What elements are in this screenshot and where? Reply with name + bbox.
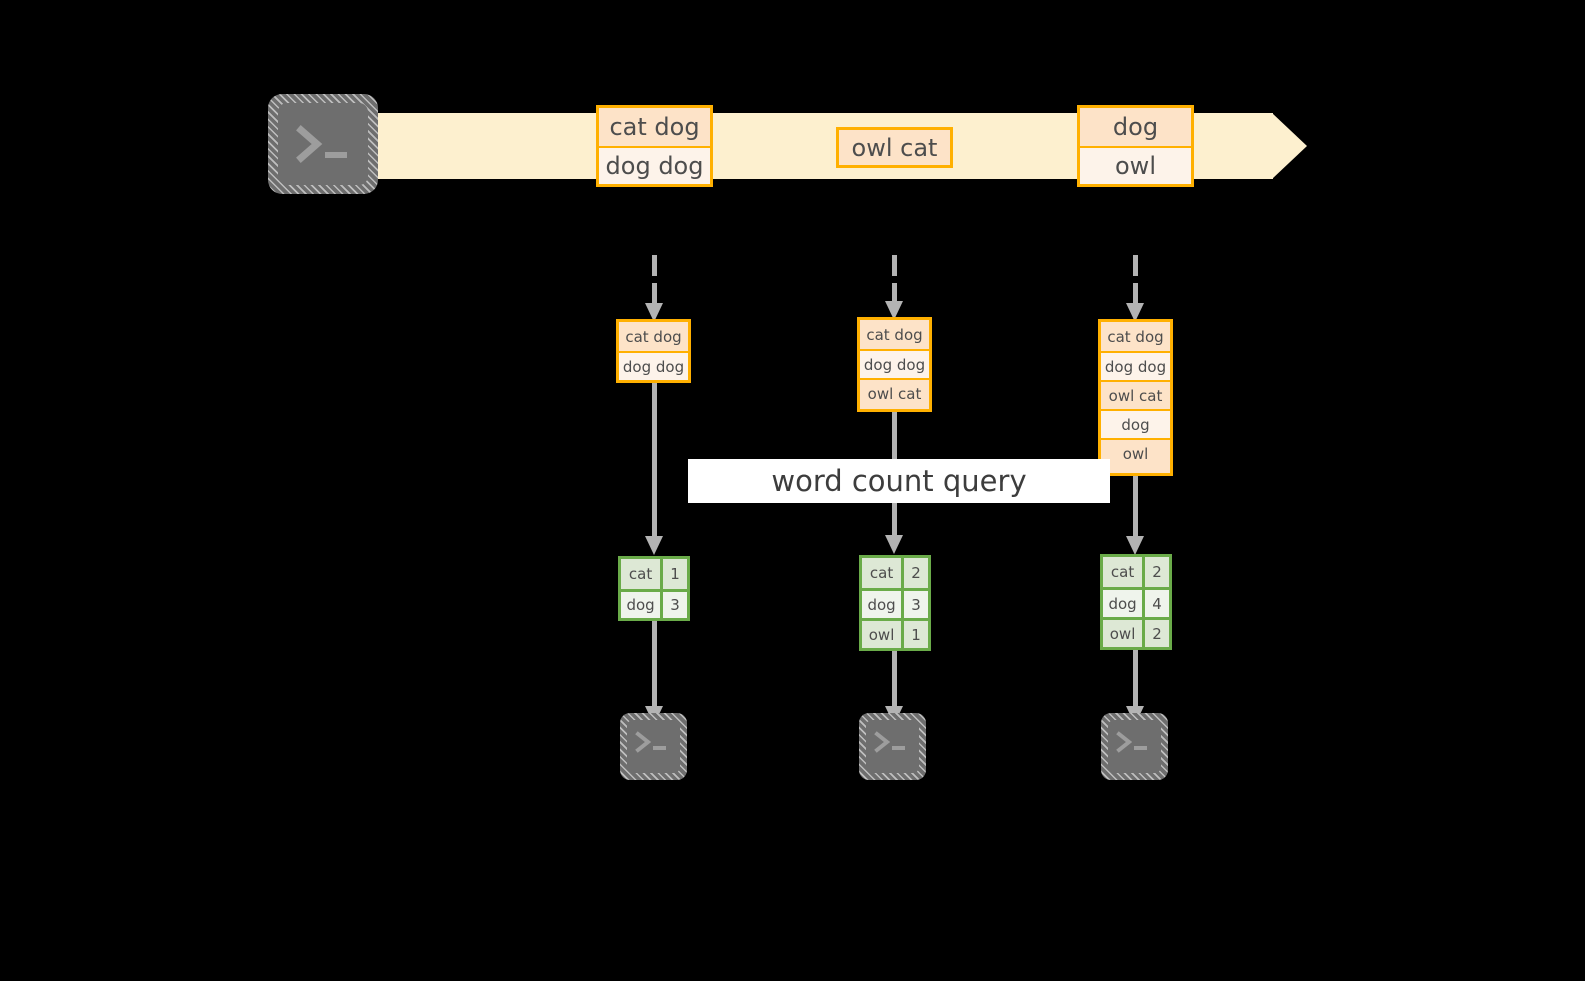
query-label-text: word count query xyxy=(771,464,1027,498)
result-count: 2 xyxy=(911,564,921,582)
result-1: cat 1 dog 3 xyxy=(618,556,690,621)
result-word: owl xyxy=(1103,620,1146,647)
snapshot-3: cat dog dog dog owl cat dog owl xyxy=(1098,319,1173,476)
result-word: cat xyxy=(862,558,905,588)
result-count: 1 xyxy=(911,625,921,644)
result-count: 3 xyxy=(911,595,921,614)
snapshot-line: cat dog xyxy=(1101,322,1170,351)
table-row: cat 1 xyxy=(621,559,687,589)
snapshot-line: owl cat xyxy=(860,378,929,407)
query-label-banner: word count query xyxy=(688,459,1110,503)
result-word: dog xyxy=(621,592,664,618)
result-word: owl xyxy=(862,621,905,648)
sink-terminal-icon-1 xyxy=(620,713,687,780)
snapshot-line: cat dog xyxy=(619,322,688,351)
result-count: 4 xyxy=(1152,594,1162,613)
result-word: cat xyxy=(1103,557,1146,587)
result-word: dog xyxy=(862,591,905,618)
snapshot-line: dog dog xyxy=(860,349,929,378)
result-2: cat 2 dog 3 owl 1 xyxy=(859,555,931,651)
terminal-prompt-glyph xyxy=(1116,731,1147,753)
snapshot-line: owl xyxy=(1101,438,1170,467)
table-row: dog 3 xyxy=(621,589,687,618)
table-row: cat 2 xyxy=(862,558,928,588)
sink-terminal-icon-3 xyxy=(1101,713,1168,780)
stream-group-3: dog owl xyxy=(1077,105,1194,187)
stream-group-1: cat dog dog dog xyxy=(596,105,713,187)
stream-line: cat dog xyxy=(599,108,710,146)
snapshot-line: dog dog xyxy=(1101,351,1170,380)
result-count: 1 xyxy=(670,565,680,583)
stream-line: owl xyxy=(1080,146,1191,184)
snapshot-1: cat dog dog dog xyxy=(616,319,691,383)
stream-arrowhead xyxy=(1272,113,1307,179)
snapshot-2: cat dog dog dog owl cat xyxy=(857,317,932,412)
table-row: dog 3 xyxy=(862,588,928,618)
table-row: cat 2 xyxy=(1103,557,1169,587)
table-row: dog 4 xyxy=(1103,587,1169,617)
result-3: cat 2 dog 4 owl 2 xyxy=(1100,554,1172,650)
table-row: owl 1 xyxy=(862,618,928,648)
stream-line: dog xyxy=(1080,108,1191,146)
snapshot-line: cat dog xyxy=(860,320,929,349)
terminal-prompt-glyph xyxy=(635,731,666,753)
result-count: 2 xyxy=(1152,624,1162,643)
source-terminal-icon xyxy=(268,94,378,194)
snapshot-line: owl cat xyxy=(1101,380,1170,409)
snapshot-line: dog dog xyxy=(619,351,688,380)
snapshot-line: dog xyxy=(1101,409,1170,438)
stream-group-2: owl cat xyxy=(836,127,953,168)
result-count: 2 xyxy=(1152,563,1162,581)
result-count: 3 xyxy=(670,596,680,614)
table-row: owl 2 xyxy=(1103,617,1169,647)
result-word: cat xyxy=(621,559,664,589)
terminal-prompt-glyph xyxy=(874,731,905,753)
result-word: dog xyxy=(1103,590,1146,617)
terminal-prompt-glyph xyxy=(296,125,347,163)
sink-terminal-icon-2 xyxy=(859,713,926,780)
stream-line: dog dog xyxy=(599,146,710,184)
stream-line: owl cat xyxy=(839,130,950,165)
